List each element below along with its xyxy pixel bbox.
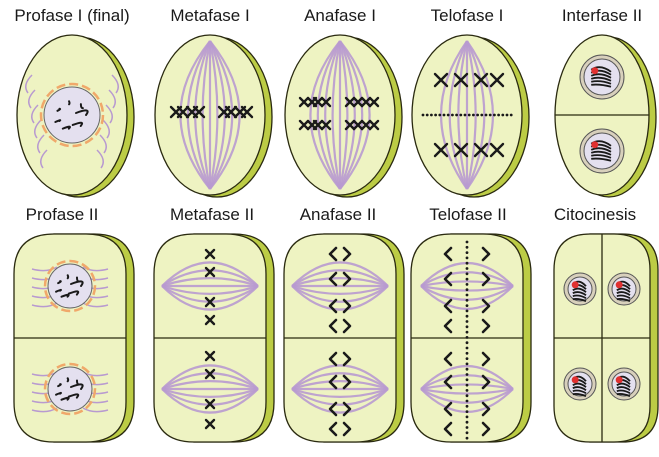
cell-anafase-2 bbox=[284, 234, 404, 442]
nucleus bbox=[564, 273, 596, 305]
nucleus bbox=[45, 261, 95, 311]
cell-interfase-2 bbox=[555, 35, 656, 197]
nucleus bbox=[608, 273, 640, 305]
cell-telofase-2 bbox=[411, 234, 531, 442]
nucleus bbox=[45, 364, 95, 414]
cell-citocinesis bbox=[554, 234, 658, 442]
nucleus bbox=[608, 368, 640, 400]
nucleus bbox=[564, 368, 596, 400]
cell-metafase-2 bbox=[154, 234, 274, 442]
nucleus bbox=[580, 129, 624, 173]
cell-metafase-1 bbox=[155, 35, 272, 197]
cell-profase-2 bbox=[14, 234, 134, 442]
nucleus bbox=[580, 55, 624, 99]
cell-anafase-1 bbox=[285, 35, 402, 197]
cell-profase-1 bbox=[17, 35, 134, 197]
cell-telofase-1 bbox=[412, 35, 529, 197]
